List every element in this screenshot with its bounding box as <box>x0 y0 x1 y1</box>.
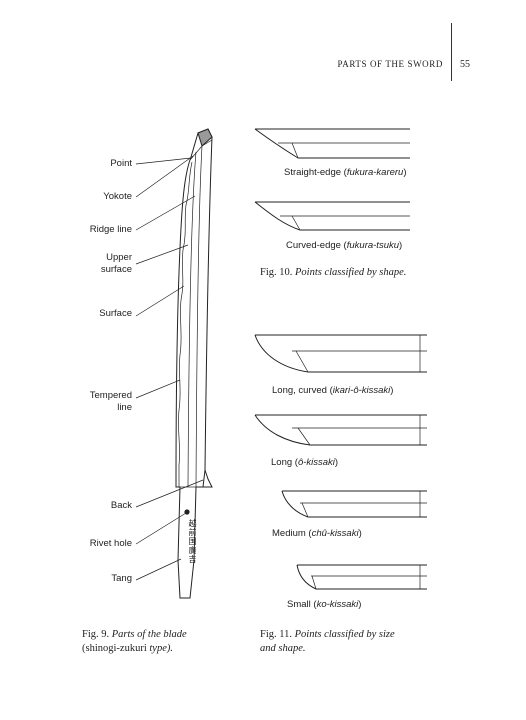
fig10-caption: Fig. 10. Points classified by shape. <box>260 266 406 280</box>
label-tempered-line2: line <box>117 402 132 413</box>
machi-line <box>203 469 213 488</box>
label-tang: Tang <box>111 573 132 584</box>
label-tempered-line: Tempered line <box>60 390 132 414</box>
medium-point-drawing <box>281 490 427 518</box>
leader-surface <box>135 285 185 317</box>
caption-small-name: Small ( <box>287 599 317 610</box>
label-tempered-line1: Tempered <box>89 390 132 401</box>
long-point-drawing <box>254 414 427 446</box>
caption-straight-edge-term: fukura-kareru <box>346 167 404 178</box>
label-upper-surface: Upper surface <box>60 252 132 276</box>
label-upper-surface-line2: surface <box>100 264 132 275</box>
fig10-caption-number: Fig. 10. <box>260 267 293 278</box>
caption-long-curved-term: ikari-ô-kissaki <box>332 385 391 396</box>
caption-long-curved-name: Long, curved ( <box>272 385 333 396</box>
caption-long-curved-close: ) <box>390 385 394 396</box>
caption-medium-close: ) <box>358 528 362 539</box>
tang-inscription: 越前国廣吉 <box>188 519 197 564</box>
page-number: 55 <box>460 58 470 70</box>
caption-small: Small (ko-kissaki) <box>287 599 361 610</box>
leader-ridge <box>135 195 196 231</box>
caption-small-term: ko-kissaki <box>316 599 359 610</box>
sword-blade-drawing <box>175 128 213 599</box>
leader-tempered <box>135 379 181 399</box>
caption-curved-edge: Curved-edge (fukura-tsuku) <box>286 240 402 251</box>
label-back: Back <box>110 500 132 511</box>
leader-yokote <box>135 155 194 198</box>
curved-edge-point-drawing <box>254 201 410 231</box>
fig11-caption: Fig. 11. Points classified by size and s… <box>260 628 395 656</box>
kissaki <box>197 128 213 147</box>
fig11-caption-title-1: Points classified by size <box>294 629 395 640</box>
fig9-leader-lines <box>135 155 204 581</box>
fig9-caption-paren: ( <box>82 643 86 654</box>
caption-straight-edge-name: Straight-edge ( <box>284 167 347 178</box>
caption-long-name: Long ( <box>271 457 298 468</box>
label-upper-surface-line1: Upper <box>106 252 132 263</box>
label-rivet-hole: Rivet hole <box>89 538 132 549</box>
fig11-caption-title-2: and shape. <box>260 643 306 654</box>
small-point-drawing <box>296 564 427 590</box>
leader-rivet <box>135 512 187 545</box>
fig9-caption-rest: type). <box>146 643 173 654</box>
label-yokote: Yokote <box>103 191 132 202</box>
caption-long: Long (ô-kissaki) <box>271 457 338 468</box>
leader-back <box>135 479 204 508</box>
caption-straight-edge: Straight-edge (fukura-kareru) <box>284 167 407 178</box>
fig11-caption-number: Fig. 11. <box>260 629 292 640</box>
caption-long-term: ô-kissaki <box>297 457 335 468</box>
ridge-line <box>195 145 203 488</box>
caption-long-close: ) <box>334 457 339 468</box>
fig9-caption-title-1: Parts of the blade <box>111 629 187 640</box>
header-divider <box>451 23 452 81</box>
fig9-caption-number: Fig. 9. <box>82 629 110 640</box>
leader-upper-surface <box>135 244 189 265</box>
leader-tang <box>135 558 182 581</box>
fig9-caption-term: shinogi-zukuri <box>85 643 147 654</box>
caption-straight-edge-close: ) <box>403 167 407 178</box>
running-header: PARTS OF THE SWORD 55 <box>337 23 470 93</box>
caption-curved-edge-name: Curved-edge ( <box>286 240 347 251</box>
fig9-caption: Fig. 9. Parts of the blade (shinogi-zuku… <box>82 628 187 656</box>
label-ridge-line: Ridge line <box>89 224 132 235</box>
caption-medium-name: Medium ( <box>272 528 312 539</box>
straight-edge-point-drawing <box>254 128 410 159</box>
caption-curved-edge-term: fukura-tsuku <box>346 240 400 251</box>
caption-medium-term: chû-kissaki <box>311 528 359 539</box>
running-title: PARTS OF THE SWORD <box>337 59 443 69</box>
hamon-line <box>178 161 193 487</box>
fig10-caption-title: Points classified by shape. <box>295 267 407 278</box>
label-point: Point <box>110 158 132 169</box>
caption-long-curved: Long, curved (ikari-ô-kissaki) <box>272 385 393 396</box>
upper-surface-line <box>187 151 197 488</box>
caption-curved-edge-close: ) <box>399 240 403 251</box>
caption-small-close: ) <box>358 599 362 610</box>
leader-point <box>135 157 192 165</box>
long-curved-point-drawing <box>254 334 427 373</box>
caption-medium: Medium (chû-kissaki) <box>272 528 362 539</box>
label-surface: Surface <box>99 308 132 319</box>
